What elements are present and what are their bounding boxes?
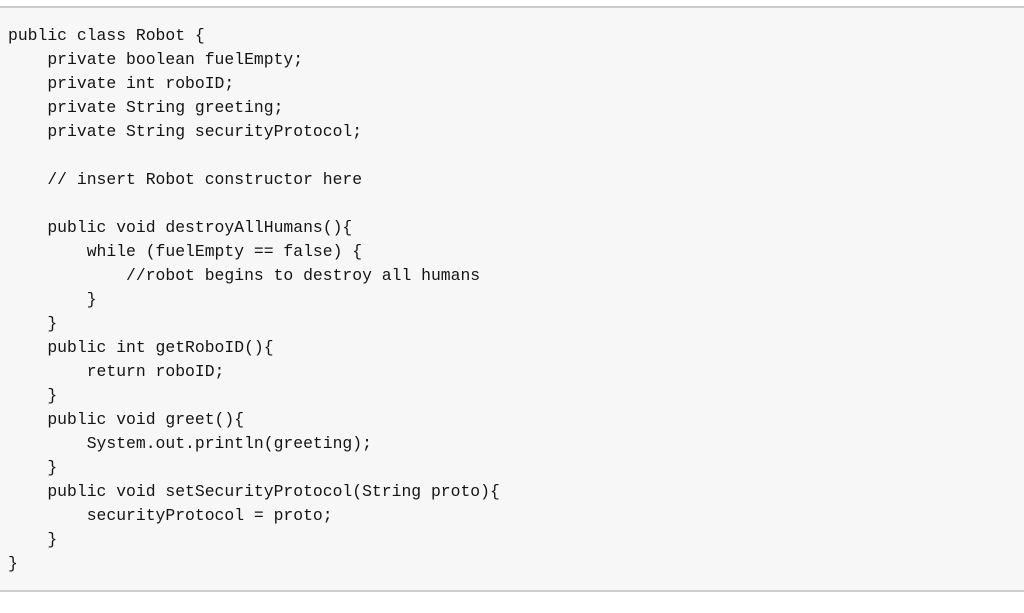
code-line: while (fuelEmpty == false) { (8, 242, 363, 261)
code-line: } (8, 290, 97, 309)
code-line: public void greet(){ (8, 410, 245, 429)
code-line: } (8, 386, 58, 405)
code-line: } (8, 458, 58, 477)
code-line: public void destroyAllHumans(){ (8, 218, 353, 237)
code-line: } (8, 314, 58, 333)
code-line: // insert Robot constructor here (8, 170, 363, 189)
code-line: private String greeting; (8, 98, 284, 117)
code-block: public class Robot { private boolean fue… (0, 6, 1024, 592)
code-content[interactable]: public class Robot { private boolean fue… (0, 24, 1024, 576)
code-line: private String securityProtocol; (8, 122, 363, 141)
code-line-blank (8, 192, 1016, 216)
code-line: //robot begins to destroy all humans (8, 266, 481, 285)
code-line: System.out.println(greeting); (8, 434, 372, 453)
code-line: public int getRoboID(){ (8, 338, 274, 357)
code-line: return roboID; (8, 362, 225, 381)
code-line: } (8, 530, 58, 549)
code-line: public class Robot { (8, 26, 205, 45)
code-line-blank (8, 144, 1016, 168)
top-gutter (0, 0, 1024, 6)
code-line: } (8, 554, 18, 573)
code-line: private int roboID; (8, 74, 235, 93)
bottom-gutter (0, 592, 1024, 613)
code-line: public void setSecurityProtocol(String p… (8, 482, 500, 501)
code-line: securityProtocol = proto; (8, 506, 333, 525)
code-line: private boolean fuelEmpty; (8, 50, 304, 69)
